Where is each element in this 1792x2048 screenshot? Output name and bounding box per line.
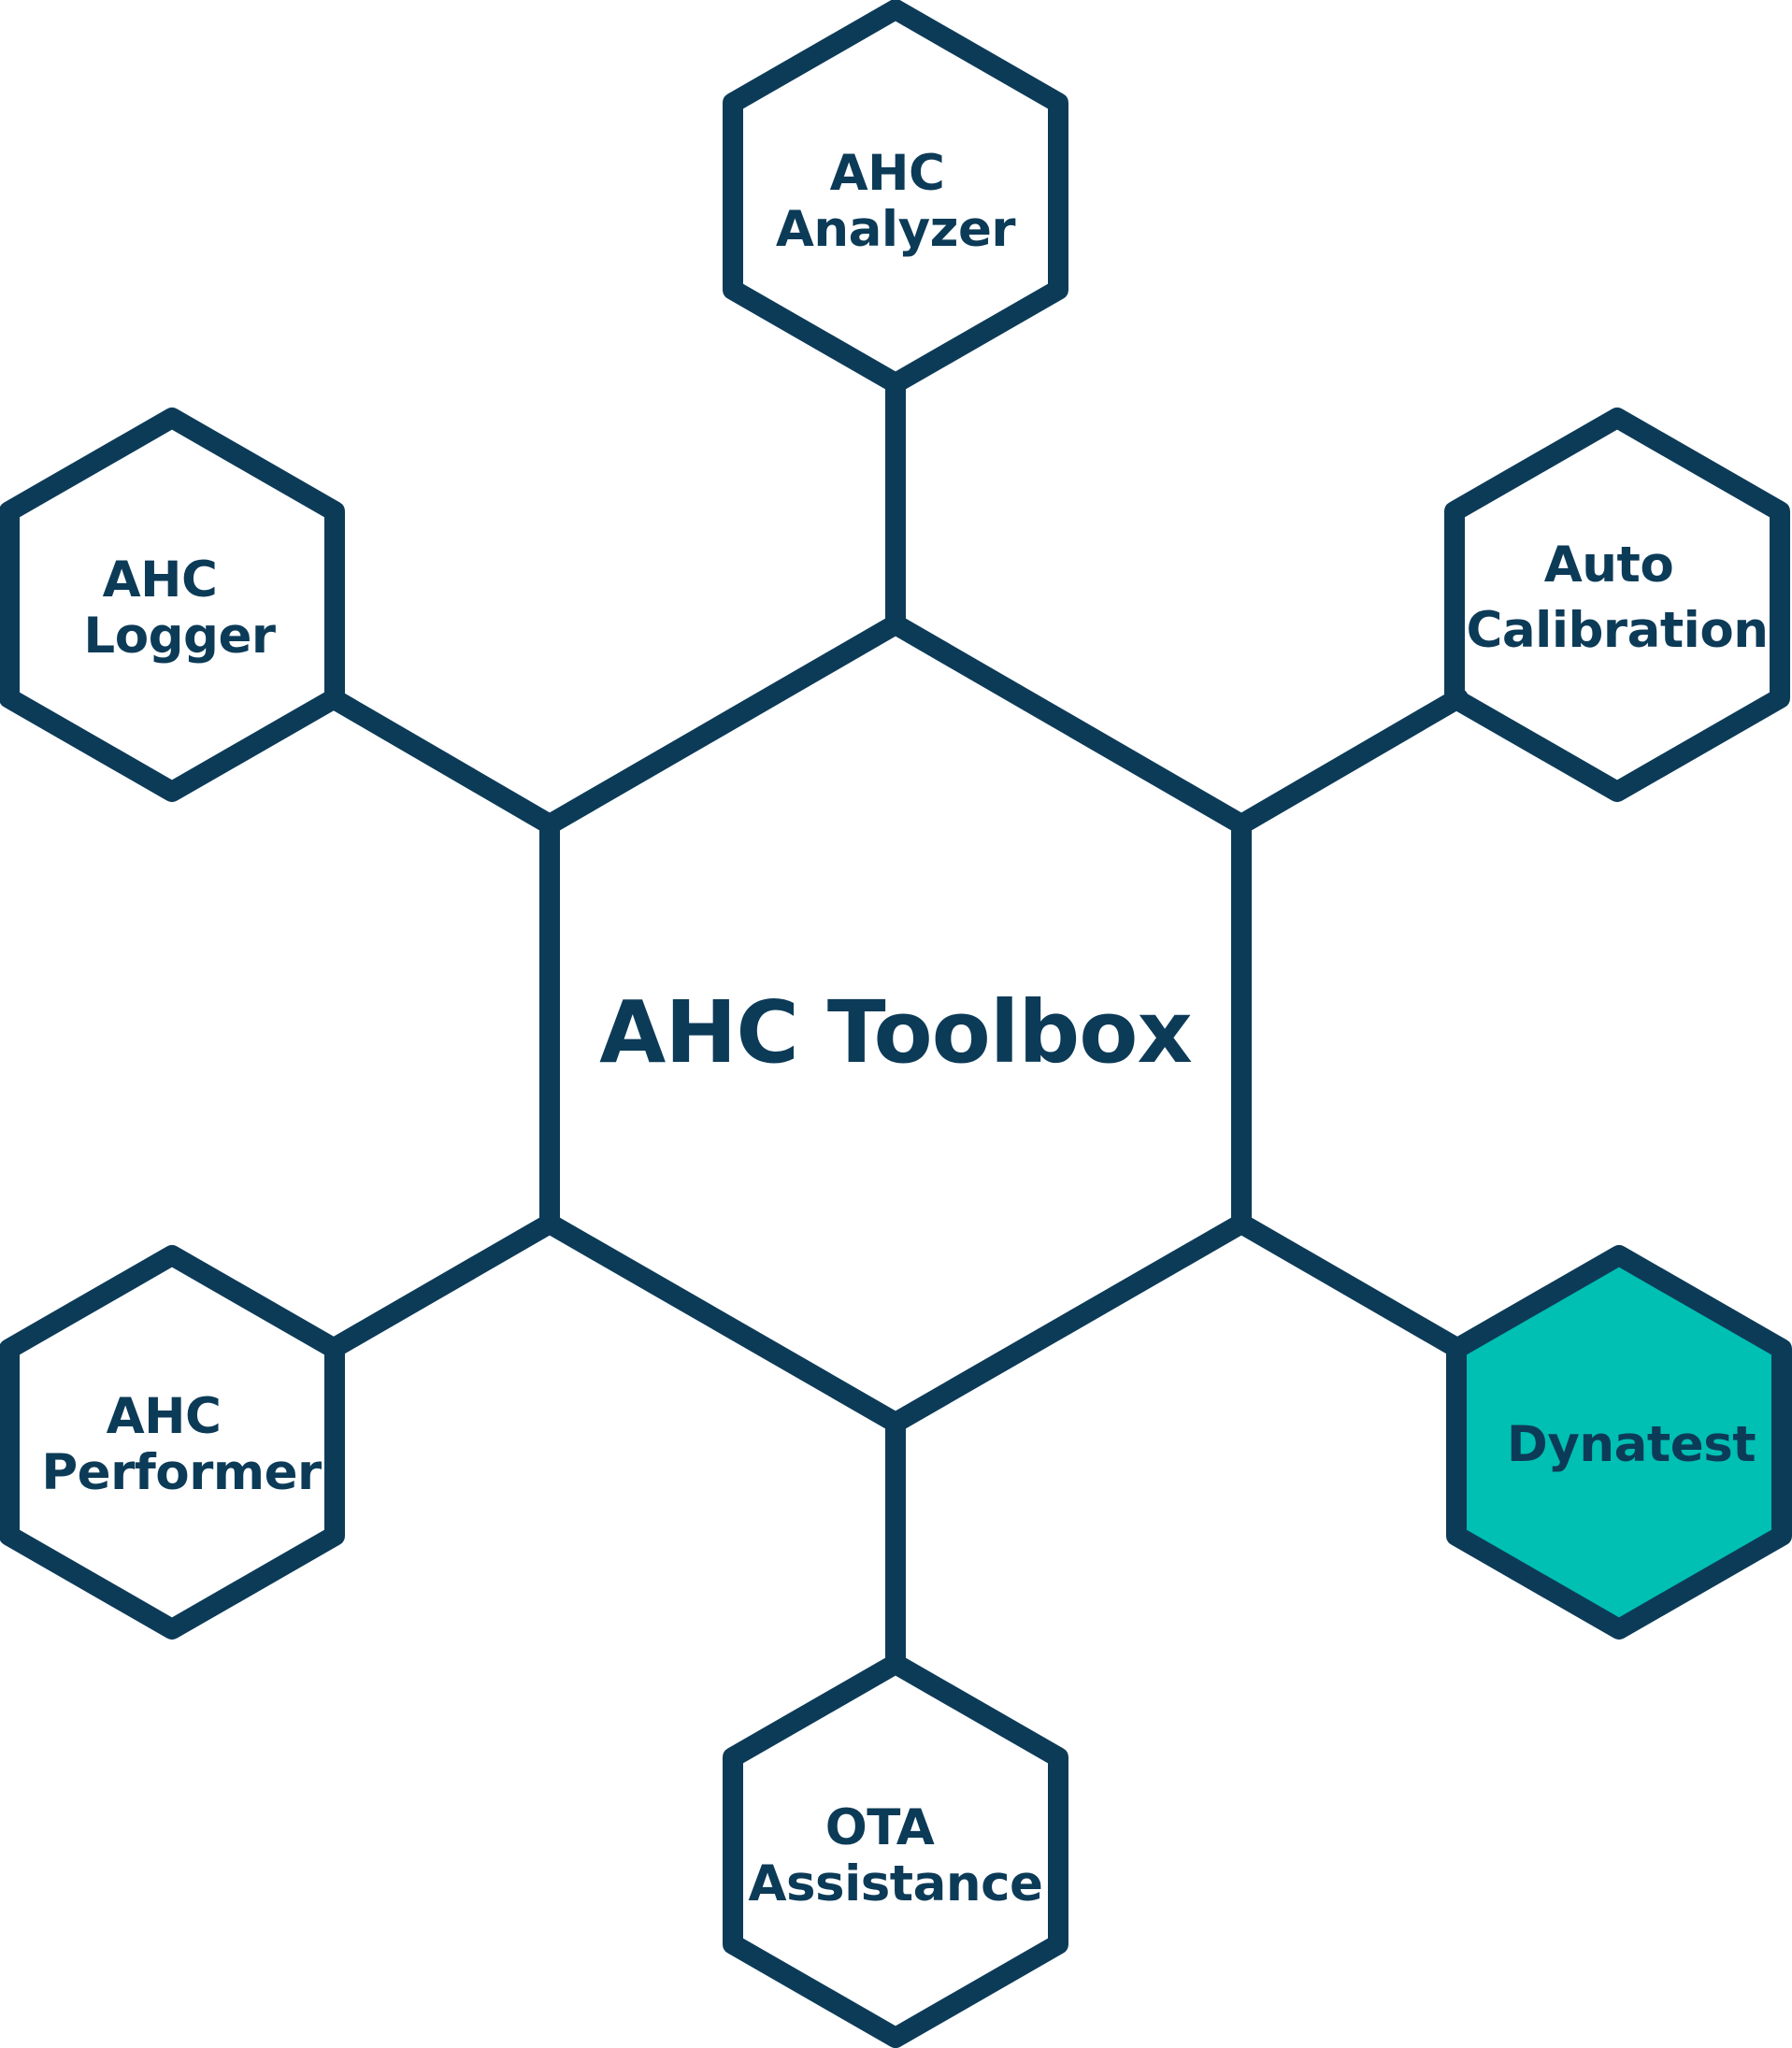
node-auto-calibration[interactable]: Auto Calibration bbox=[1444, 408, 1790, 802]
svg-text:AHC Logger: AHC Logger bbox=[83, 551, 276, 665]
node-ota-assistance[interactable]: OTA Assistance bbox=[723, 1654, 1068, 2048]
node-hexagon bbox=[1444, 408, 1790, 802]
node-hexagon bbox=[723, 1654, 1068, 2048]
node-analyzer[interactable]: AHC Analyzer bbox=[723, 0, 1068, 394]
node-label-line: AHC bbox=[830, 145, 945, 202]
node-logger[interactable]: AHC Logger bbox=[0, 408, 345, 802]
node-label-line: Performer bbox=[41, 1444, 322, 1501]
connector-dynatest bbox=[1231, 1213, 1469, 1359]
node-hexagon bbox=[1446, 1245, 1792, 1640]
node-label-line: Dynatest bbox=[1507, 1416, 1756, 1473]
svg-text:Dynatest: Dynatest bbox=[1507, 1416, 1756, 1473]
node-label-line: Analyzer bbox=[776, 201, 1016, 258]
node-label-line: OTA bbox=[825, 1799, 935, 1856]
node-dynatest[interactable]: Dynatest bbox=[1446, 1245, 1792, 1640]
svg-text:OTA Assistance: OTA Assistance bbox=[748, 1799, 1042, 1912]
svg-text:AHC Analyzer: AHC Analyzer bbox=[776, 145, 1016, 258]
node-hexagon bbox=[0, 1245, 345, 1640]
node-label-line: Auto bbox=[1544, 537, 1674, 594]
connector-logger bbox=[323, 688, 560, 835]
connector-auto-calibration bbox=[1231, 688, 1469, 835]
node-label-line: AHC bbox=[103, 551, 218, 609]
node-hexagon bbox=[723, 0, 1068, 394]
center-hexagon bbox=[539, 614, 1252, 1433]
center-title: AHC Toolbox bbox=[599, 982, 1192, 1082]
connector-performer bbox=[323, 1213, 560, 1359]
node-label-line: AHC bbox=[107, 1388, 222, 1445]
node-performer[interactable]: AHC Performer bbox=[0, 1245, 345, 1640]
node-label-line: Calibration bbox=[1467, 602, 1769, 659]
svg-text:Auto Calibration: Auto Calibration bbox=[1467, 537, 1769, 659]
node-hexagon bbox=[0, 408, 345, 802]
node-label-line: Assistance bbox=[748, 1855, 1042, 1912]
node-label-line: Logger bbox=[83, 608, 276, 665]
svg-text:AHC Performer: AHC Performer bbox=[41, 1388, 322, 1501]
